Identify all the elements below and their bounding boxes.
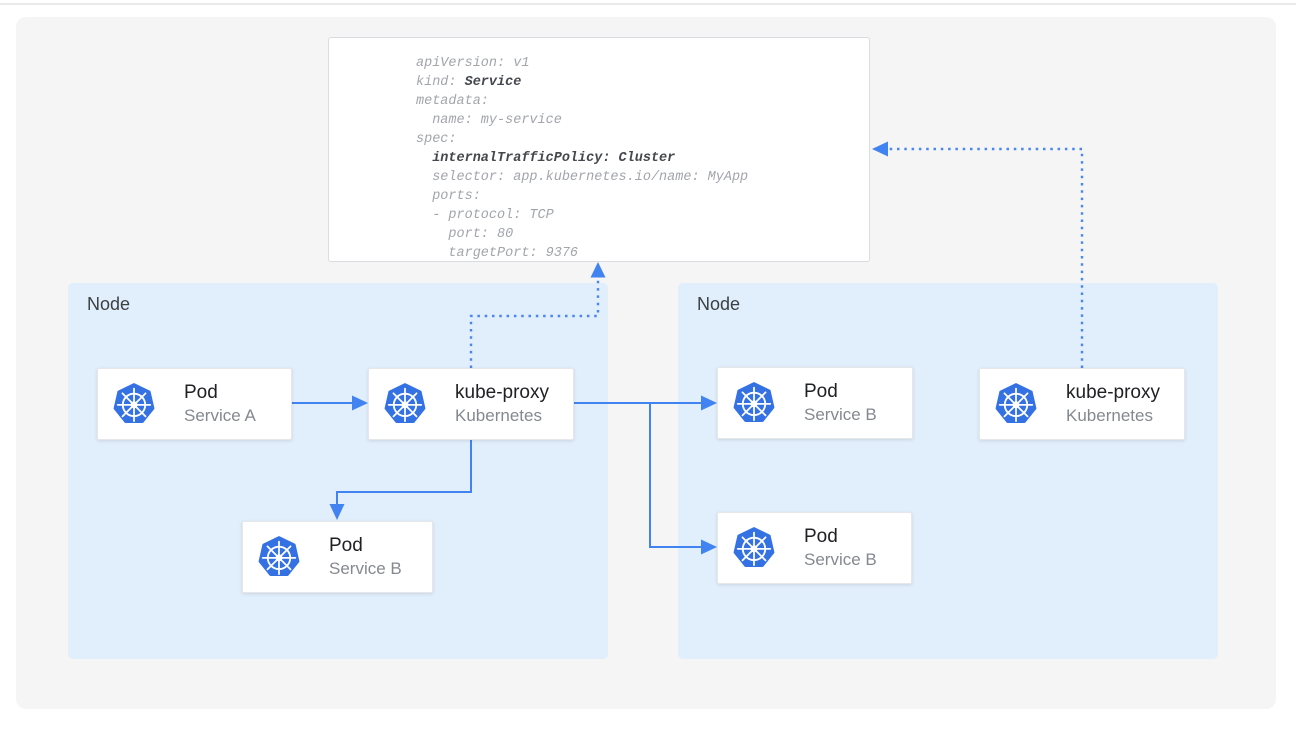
yaml-line: name: my-service xyxy=(416,113,562,128)
pod-service-a-card: Pod Service A xyxy=(97,368,292,440)
yaml-line: - protocol: TCP xyxy=(416,208,554,223)
yaml-line: ports: xyxy=(416,189,481,204)
yaml-line: targetPort: 9376 xyxy=(416,246,579,261)
card-subtitle: Kubernetes xyxy=(455,406,542,425)
node-right: Node xyxy=(678,283,1218,659)
node-right-label: Node xyxy=(697,294,741,314)
card-title: kube-proxy xyxy=(1066,382,1160,403)
kube-proxy-right-card: kube-proxy Kubernetes xyxy=(979,368,1185,440)
kube-proxy-left-card: kube-proxy Kubernetes xyxy=(368,368,574,440)
card-subtitle: Service B xyxy=(804,550,877,569)
pod-service-b-right-top-card: Pod Service B xyxy=(717,367,913,439)
yaml-line: spec: xyxy=(416,132,457,147)
yaml-line: apiVersion: v1 xyxy=(416,56,530,71)
card-subtitle: Service B xyxy=(804,405,877,424)
card-subtitle: Kubernetes xyxy=(1066,406,1153,425)
card-title: Pod xyxy=(804,526,838,547)
kubernetes-icon xyxy=(732,381,776,425)
kubernetes-icon xyxy=(383,382,427,426)
kubernetes-icon xyxy=(732,526,776,570)
yaml-line: kind: Service xyxy=(416,75,522,90)
card-subtitle: Service A xyxy=(184,406,256,425)
pod-service-b-right-bottom-card: Pod Service B xyxy=(717,512,912,584)
node-left-label: Node xyxy=(87,294,131,314)
top-divider xyxy=(0,3,1296,5)
card-title: Pod xyxy=(184,382,218,403)
kubernetes-icon xyxy=(112,382,156,426)
kubernetes-icon xyxy=(257,535,301,579)
kubernetes-icon xyxy=(994,382,1038,426)
yaml-line: internalTrafficPolicy: Cluster xyxy=(432,151,676,166)
yaml-line: selector: app.kubernetes.io/name: MyApp xyxy=(416,170,749,185)
yaml-line: metadata: xyxy=(416,94,489,109)
node-left: Node xyxy=(68,283,608,659)
card-title: kube-proxy xyxy=(455,382,549,403)
card-title: Pod xyxy=(329,535,363,556)
yaml-line: port: 80 xyxy=(416,227,514,242)
service-yaml-box: apiVersion: v1 kind: Service metadata: n… xyxy=(328,37,870,262)
card-title: Pod xyxy=(804,381,838,402)
card-subtitle: Service B xyxy=(329,559,402,578)
pod-service-b-left-card: Pod Service B xyxy=(242,521,433,593)
